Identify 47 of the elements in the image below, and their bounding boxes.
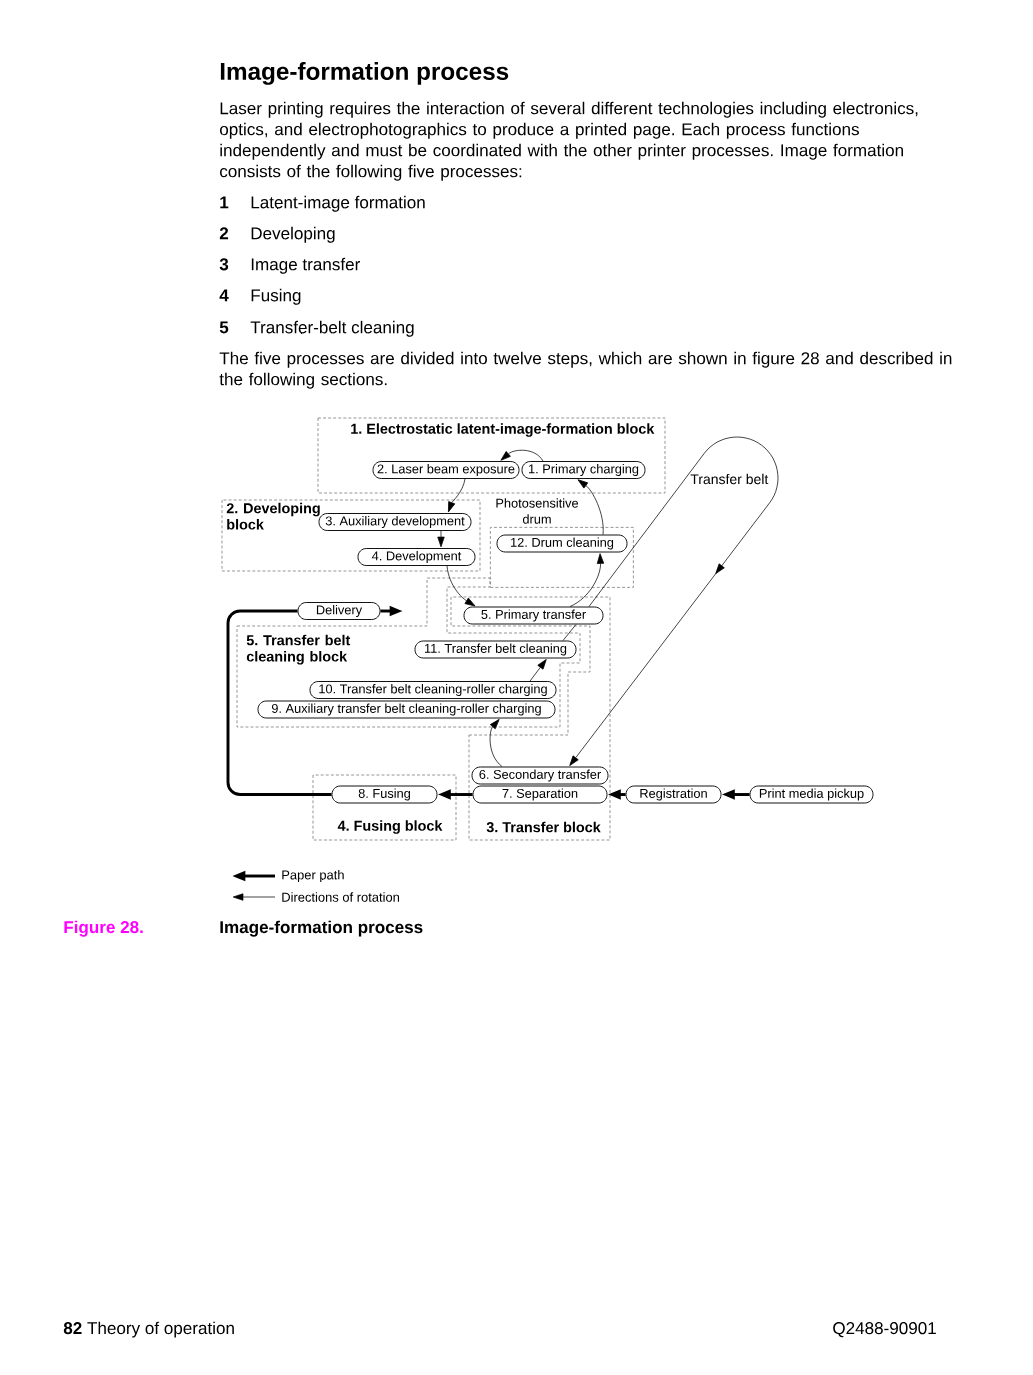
list-item: Latent-image formation [251, 195, 425, 212]
step-box: Print media pickup [749, 785, 874, 804]
step-box: 7. Separation [472, 785, 608, 804]
step-box: 1. Primary charging [521, 461, 646, 479]
step-box: Delivery [297, 602, 381, 620]
list-number: 2 [219, 227, 229, 240]
step-box: 12. Drum cleaning [496, 534, 628, 553]
legend-label: Paper path [282, 870, 344, 883]
step-box: 9. Auxiliary transfer belt cleaning-roller charging [257, 700, 556, 719]
paragraph: Laser printing requires the interaction of several different technologies including electronics, optics, and electrophotographics to produce a printed page. Each process functions independently and must be coordinated with the other printer processes. Image formation consists of the following five processes: [220, 101, 918, 181]
rotation-arrow [489, 719, 503, 767]
part-label: Photosensitive drum [496, 498, 579, 524]
step-box: 2. Laser beam exposure [372, 461, 520, 479]
rotation-arrow [529, 659, 547, 682]
step-box: 6. Secondary transfer [471, 766, 609, 785]
list-item: Transfer-belt cleaning [250, 320, 414, 337]
step-box: Registration [625, 785, 722, 804]
paper-path-line [226, 609, 332, 796]
list-number: 4 [219, 289, 229, 302]
list-number: 1 [220, 196, 229, 209]
rotation-line [562, 624, 577, 641]
step-box: 10. Transfer belt cleaning-roller charging [309, 681, 557, 699]
dashed-box [490, 527, 634, 588]
rotation-arrow [448, 478, 466, 513]
section-heading: Image-formation process [220, 62, 509, 85]
rotation-arrow [569, 436, 779, 766]
rotation-arrow [446, 565, 476, 607]
figure-number: Figure 28. [64, 920, 143, 937]
step-box: 11. Transfer belt cleaning [414, 640, 577, 659]
paragraph: The five processes are divided into twelve steps, which are shown in figure 28 and described in the following sections. [219, 351, 952, 389]
rotation-arrow [569, 553, 605, 607]
list-number: 3 [219, 258, 229, 271]
page-footer: 82 Theory of operation [63, 1321, 234, 1338]
list-item: Developing [251, 226, 335, 243]
rotation-arrow [437, 530, 445, 548]
document-number: Q2488-90901 [833, 1322, 936, 1338]
step-box: 8. Fusing [331, 785, 438, 804]
list-number: 5 [219, 321, 229, 334]
list-item: Image transfer [251, 257, 360, 274]
step-box: 5. Primary transfer [463, 606, 604, 625]
rotation-arrow [577, 479, 604, 535]
figure-caption: Image-formation process [220, 920, 423, 937]
legend-label: Directions of rotation [282, 892, 399, 902]
rotation-arrow [500, 449, 544, 462]
part-label: Transfer belt [690, 473, 769, 485]
step-box: 4. Development [357, 548, 476, 566]
list-item: Fusing [251, 288, 301, 305]
